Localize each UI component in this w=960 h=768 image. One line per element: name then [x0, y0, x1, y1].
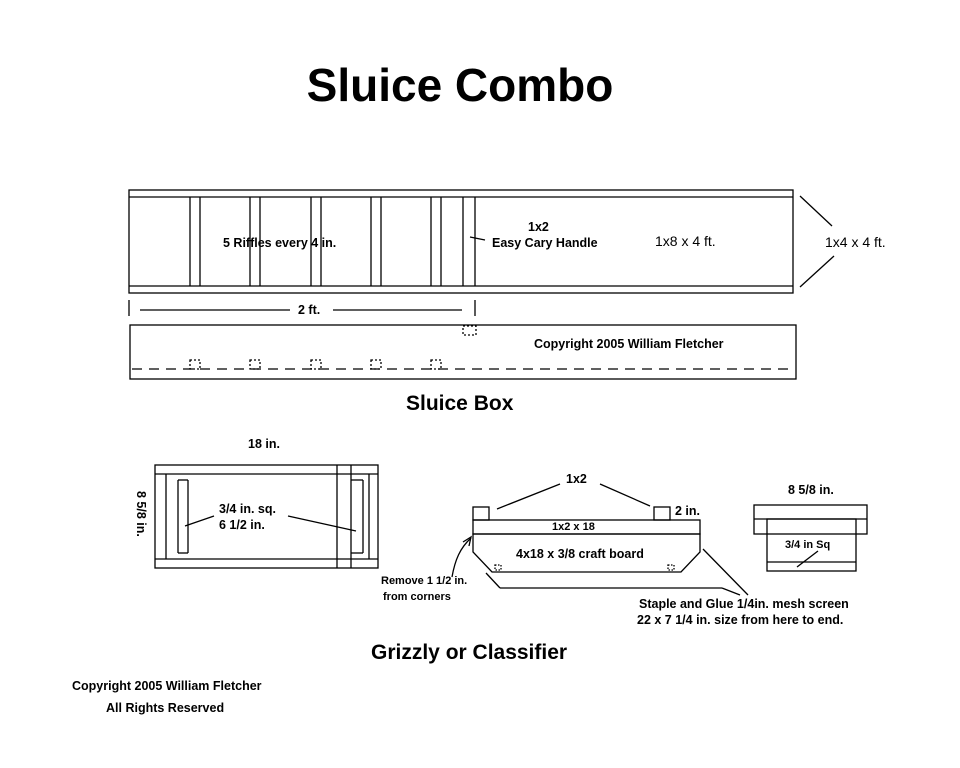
- sluice-side-view: [129, 324, 797, 380]
- handle-end-dashed: [462, 325, 477, 336]
- grizzly-height-label: 8 5/8 in.: [134, 491, 148, 537]
- hidden-corner-left: [494, 564, 502, 571]
- handle-label: Easy Cary Handle: [492, 236, 598, 250]
- bottom-board-label: 1x8 x 4 ft.: [655, 233, 716, 249]
- mesh-leader-left-c: [721, 587, 741, 596]
- side-board-outline: [129, 324, 797, 380]
- grizzly-end-view: [753, 504, 868, 572]
- grizzly-bar-left: [177, 479, 189, 554]
- hidden-riffle-3: [310, 359, 322, 370]
- riffle-5: [430, 197, 442, 286]
- side-rail-label: 1x2: [566, 472, 587, 486]
- riffles-label: 5 Riffles every 4 in.: [223, 236, 337, 250]
- bar-leader-right: [287, 515, 357, 532]
- riffle-1: [189, 197, 201, 286]
- grizzly-title: Grizzly or Classifier: [371, 641, 568, 664]
- handle-leader: [469, 236, 486, 241]
- side-board-leader-bottom: [799, 255, 835, 288]
- riffle-3: [310, 197, 322, 286]
- side-board-label: 1x4 x 4 ft.: [825, 234, 886, 250]
- grizzly-top-view: [154, 464, 379, 569]
- grizzly-width-label: 18 in.: [248, 437, 280, 451]
- sluice-box-title: Sluice Box: [406, 392, 514, 415]
- sluice-copyright: Copyright 2005 William Fletcher: [534, 337, 724, 351]
- footer-copyright: Copyright 2005 William Fletcher: [72, 679, 262, 693]
- bar-label-line1: 3/4 in. sq.: [219, 502, 276, 516]
- end-box: [766, 518, 857, 572]
- hidden-riffle-5: [430, 359, 442, 370]
- grizzly-bar-right: [336, 465, 364, 568]
- end-bar-label: 3/4 in Sq: [785, 539, 831, 551]
- hidden-corner-right: [667, 564, 675, 571]
- post-right: [653, 506, 671, 521]
- footer-rights: All Rights Reserved: [106, 701, 225, 715]
- end-bar-leader: [796, 550, 819, 568]
- riffle-4: [370, 197, 382, 286]
- mesh-note-line2: 22 x 7 1/4 in. size from here to end.: [637, 613, 844, 627]
- post-height-label: 2 in.: [675, 504, 701, 518]
- mesh-note-line1: Staple and Glue 1/4in. mesh screen: [639, 597, 849, 611]
- corner-note-line2: from corners: [383, 591, 451, 603]
- riffle-span-label: 2 ft.: [298, 303, 321, 317]
- bar-leader-left: [184, 515, 215, 527]
- corner-note-leader: [451, 537, 472, 578]
- bar-label-line2: 6 1/2 in.: [219, 518, 265, 532]
- rail-label: 1x2 x 18: [552, 521, 595, 533]
- corner-note-arrowhead: [462, 535, 472, 547]
- hidden-riffle-2: [249, 359, 261, 370]
- corner-note-line1: Remove 1 1/2 in.: [381, 575, 468, 587]
- side-board-leader-top: [799, 195, 833, 227]
- hidden-riffle-1: [189, 359, 201, 370]
- side-rail-leader-left: [496, 483, 561, 510]
- handle-bar: [462, 197, 476, 286]
- handle-size-label: 1x2: [528, 220, 549, 234]
- sluice-outline: [128, 189, 794, 294]
- side-rail-leader-right: [599, 483, 651, 507]
- post-left: [472, 506, 490, 521]
- mesh-leader-left-a: [485, 572, 501, 589]
- sluice-top-view: [128, 189, 835, 316]
- page-title: Sluice Combo: [306, 59, 614, 111]
- end-width-label: 8 5/8 in.: [788, 483, 834, 497]
- mesh-leader-right: [702, 548, 749, 596]
- grizzly-frame-outer: [154, 464, 379, 569]
- riffle-2: [249, 197, 261, 286]
- craft-board: [472, 533, 701, 573]
- board-label: 4x18 x 3/8 craft board: [516, 547, 644, 561]
- hidden-riffle-4: [370, 359, 382, 370]
- grizzly-side-view: [451, 483, 749, 596]
